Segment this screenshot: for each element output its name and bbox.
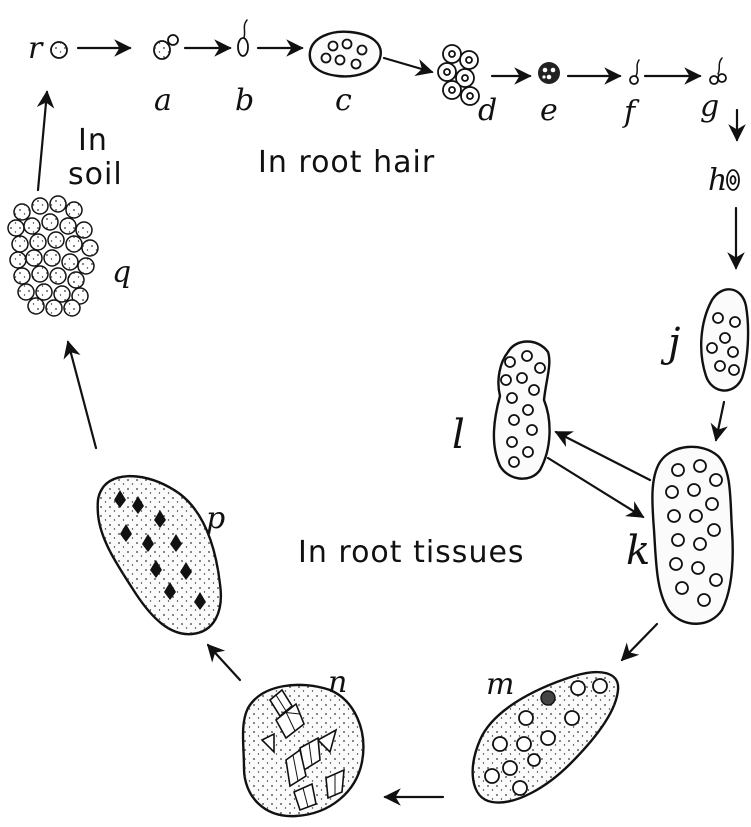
label-g: g (700, 89, 719, 124)
label-d: d (478, 93, 497, 128)
stage-n (243, 685, 363, 816)
label-n: n (328, 665, 347, 700)
stage-l (494, 342, 550, 479)
arrow-n-p (208, 645, 240, 680)
label-j: j (660, 320, 680, 366)
arrow-k-m (622, 624, 657, 660)
label-q: q (112, 255, 131, 290)
stage-g (710, 58, 726, 84)
label-r: r (28, 31, 44, 66)
stage-q (8, 196, 98, 316)
label-l: l (452, 412, 465, 458)
stage-j (701, 289, 748, 390)
region-soil-line1: In (78, 123, 108, 158)
arrow-q-r (38, 92, 47, 190)
label-b: b (235, 83, 254, 118)
stage-d (438, 45, 479, 105)
stage-p (98, 476, 221, 634)
label-f: f (622, 95, 640, 130)
label-m: m (486, 667, 514, 702)
stage-labels: r a b c d e f g h j l k m n p q (28, 31, 727, 702)
region-root-tissues: In root tissues (298, 535, 525, 570)
label-a: a (154, 83, 172, 118)
arrow-l-k (548, 458, 643, 517)
region-soil-line2: soil (68, 157, 123, 192)
stage-a (154, 35, 178, 59)
stage-c (310, 32, 381, 77)
region-root-hair: In root hair (258, 145, 435, 180)
arrow-j-k (716, 402, 724, 440)
stage-b (238, 20, 248, 56)
label-e: e (540, 93, 558, 128)
stage-k (652, 447, 732, 624)
label-k: k (626, 528, 650, 574)
arrow-p-q (68, 342, 96, 448)
label-h: h (708, 163, 727, 198)
stage-f (630, 60, 639, 84)
label-c: c (335, 83, 352, 118)
label-p: p (206, 501, 225, 536)
stage-e (538, 62, 560, 84)
arrow-c-d (384, 58, 432, 72)
stage-h (727, 170, 739, 190)
stage-r (51, 42, 67, 58)
